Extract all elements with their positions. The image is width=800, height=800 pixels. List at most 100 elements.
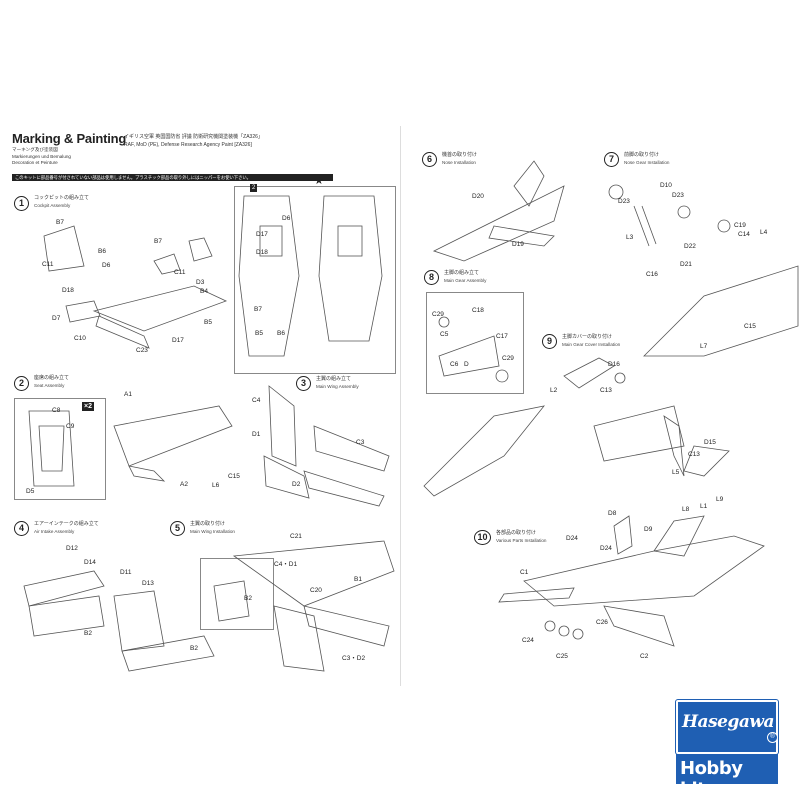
part-label: D6	[102, 262, 111, 269]
part-label: B7	[254, 306, 262, 313]
part-label: D18	[256, 249, 268, 256]
part-label: C19	[734, 222, 746, 229]
part-label: C8	[52, 407, 61, 414]
step-5-title-en: Main Wing Installation	[190, 529, 235, 534]
part-label: D3	[196, 279, 205, 286]
part-label: D17	[172, 337, 184, 344]
part-label: A2	[180, 481, 188, 488]
part-label: C3・D2	[342, 655, 366, 662]
part-label: D24	[566, 535, 578, 542]
part-label: C25	[556, 653, 568, 660]
part-label: B7	[56, 219, 64, 226]
part-label: B2	[244, 595, 252, 602]
part-label: B5	[255, 330, 263, 337]
part-label: L4	[760, 229, 768, 236]
part-label: D21	[680, 261, 692, 268]
part-label: C16	[646, 271, 658, 278]
logo-brand-text: Hasegawa	[682, 712, 775, 732]
logo-brand-panel: Hasegawa ®	[675, 699, 779, 755]
part-label: D10	[660, 182, 672, 189]
part-label: C1	[520, 569, 529, 576]
step-1-title-jp: コックピットの組み立て	[34, 195, 90, 201]
step-10-title-jp: 各部品の取り付け	[496, 530, 537, 536]
hasegawa-logo: Hasegawa ® Hobby kits	[675, 699, 779, 800]
step-8-title-en: Main Gear Assembly	[444, 278, 487, 283]
part-label: L5	[672, 469, 680, 476]
part-label: B6	[98, 248, 106, 255]
part-label: C11	[42, 261, 54, 268]
part-label: C26	[596, 619, 608, 626]
step-3-number: 3	[296, 376, 311, 391]
step-1-title-en: Cockpit Assembly	[34, 203, 71, 208]
subtitle-fr: Decoration et Peinture	[12, 160, 58, 165]
notice-banner: このキットに部品番号が付されていない部品は使用しません。プラスチック部品の取り外…	[12, 174, 333, 181]
part-label: C18	[472, 307, 484, 314]
part-label: D6	[282, 215, 291, 222]
right-page-line-art	[423, 160, 799, 647]
step-4-title-jp: エアーインテークの組み立て	[34, 521, 99, 527]
step-4-number: 4	[14, 521, 29, 536]
part-label: B2	[190, 645, 198, 652]
step-2-title-en: Seat Assembly	[34, 383, 65, 388]
step-6-title-en: Nose Installation	[442, 160, 476, 165]
part-label: C13	[688, 451, 700, 458]
part-label: D18	[62, 287, 74, 294]
part-label: L1	[700, 503, 708, 510]
part-label: B5	[204, 319, 212, 326]
header-jp: イギリス空軍 英国国防省 評議 防衛研究機関塗装機「ZA326」	[124, 134, 263, 140]
part-label: D22	[684, 243, 696, 250]
part-label: C20	[310, 587, 322, 594]
part-label: D17	[256, 231, 268, 238]
header-en: RAF, MoD (PE), Defense Research Agency P…	[124, 142, 252, 148]
detail-step-badge: 2	[250, 184, 258, 192]
part-label: D14	[84, 559, 96, 566]
part-label: B2	[84, 630, 92, 637]
part-label: L7	[700, 343, 708, 350]
part-label: D11	[120, 569, 132, 576]
part-label: D19	[512, 241, 524, 248]
part-label: D12	[66, 545, 78, 552]
part-label: C23	[136, 347, 148, 354]
step-5-number: 5	[170, 521, 185, 536]
part-label: C21	[290, 533, 302, 540]
part-label: D8	[608, 510, 617, 517]
logo-tagline-text: Hobby kits	[680, 758, 743, 800]
part-label: D7	[52, 315, 61, 322]
part-label: A1	[124, 391, 132, 398]
instruction-page-right: 6 機首の取り付け Nose Installation 7 前脚の取り付け No…	[404, 126, 799, 686]
step-4-title-en: Air Intake Assembly	[34, 529, 75, 534]
part-label: D24	[600, 545, 612, 552]
subtitle-jp: マーキング及び塗装図	[12, 147, 58, 152]
times-two-badge: ×2	[82, 402, 94, 411]
part-label: D5	[26, 488, 35, 495]
part-label: C4	[252, 397, 261, 404]
part-label: D23	[618, 198, 630, 205]
part-label: B1	[354, 576, 362, 583]
part-label: D9	[644, 526, 653, 533]
step-9-title-en: Main Gear Cover Installation	[562, 342, 621, 347]
step-6-title-jp: 機首の取り付け	[442, 152, 478, 158]
registered-mark-icon: ®	[767, 732, 778, 743]
step-7-number: 7	[604, 152, 619, 167]
step-8-title-jp: 主脚の組み立て	[444, 270, 480, 276]
part-label: C15	[228, 473, 240, 480]
instruction-page-left: Marking & Painting マーキング及び塗装図 Markierung…	[4, 126, 401, 686]
part-label: C14	[738, 231, 750, 238]
step-9-number: 9	[542, 334, 557, 349]
part-label: B4	[200, 288, 208, 295]
part-label: C10	[74, 335, 86, 342]
step-3-title-jp: 主翼の組み立て	[316, 376, 352, 382]
part-label: D2	[292, 481, 301, 488]
part-label: C3	[356, 439, 365, 446]
subtitle-de: Markierungen und Bemalung	[12, 154, 71, 159]
step-8-number: 8	[424, 270, 439, 285]
part-label: D16	[608, 361, 620, 368]
part-label: C4・D1	[274, 561, 298, 568]
step-2-number: 2	[14, 376, 29, 391]
part-label: D15	[704, 439, 716, 446]
part-label: C6	[450, 361, 459, 368]
part-label: C11	[174, 269, 186, 276]
logo-tagline-panel: Hobby kits	[676, 754, 778, 800]
step-7-title-jp: 前脚の取り付け	[624, 152, 660, 158]
part-label: C9	[66, 423, 75, 430]
